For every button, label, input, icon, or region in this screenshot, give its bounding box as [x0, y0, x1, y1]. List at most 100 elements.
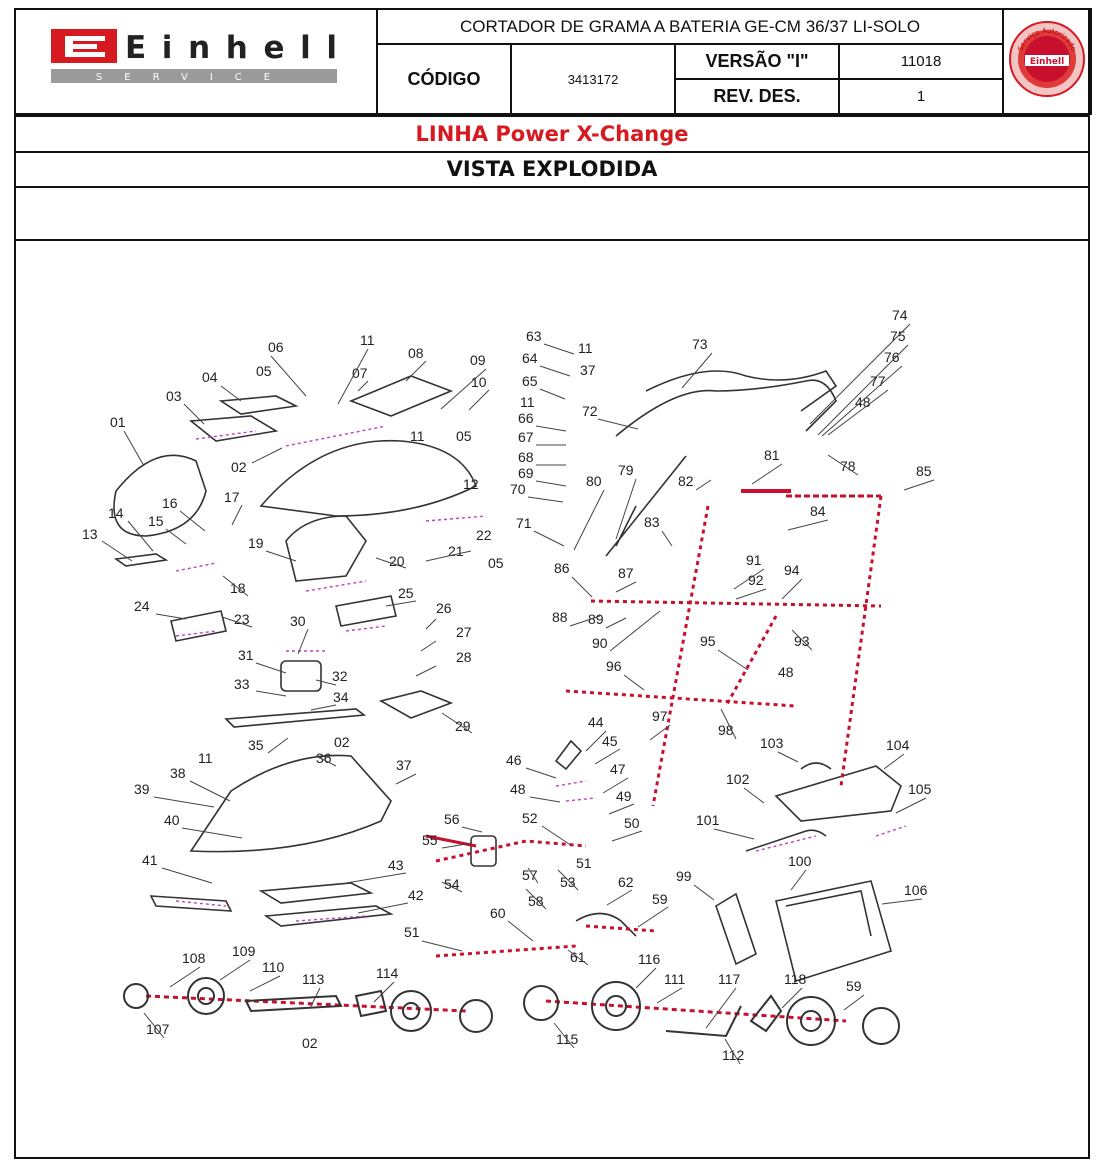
part-label: 37: [580, 362, 596, 378]
part-label: 35: [248, 737, 264, 753]
hubcap-front-right: [459, 999, 493, 1033]
part-label: 78: [840, 458, 856, 474]
part-label: 87: [618, 565, 634, 581]
part-label: 15: [148, 513, 164, 529]
part-label: 09: [470, 352, 486, 368]
part-label: 48: [855, 394, 871, 410]
part-label: 93: [794, 633, 810, 649]
part-labels-repeat: 02 05 05 11 11 11 11 02 37 48 48 51 59: [198, 340, 871, 1051]
part-label: 83: [644, 514, 660, 530]
part-label: 05: [456, 428, 472, 444]
part-label: 110: [262, 959, 285, 975]
part-label: 31: [238, 647, 254, 663]
part-label: 58: [528, 893, 544, 909]
hubcap-rear-right: [862, 1007, 900, 1045]
logo-cell: Einhell SERVICE: [14, 8, 378, 115]
part-label: 11: [578, 340, 593, 356]
part-label: 48: [778, 664, 794, 680]
versao-value: 11018: [837, 43, 1005, 80]
part-drawing-99: [715, 892, 757, 966]
part-label: 79: [618, 462, 634, 478]
part-label: 59: [652, 891, 668, 907]
part-drawing-101: [745, 829, 827, 852]
exploded-view-diagram: 01 02 03 04 05 06 07 08 09 10 11 12 13 1…: [82, 307, 935, 1065]
part-label: 02: [302, 1035, 318, 1051]
part-label: 02: [231, 459, 247, 475]
part-label: 65: [522, 373, 538, 389]
part-label: 104: [886, 737, 910, 753]
part-label: 66: [518, 410, 534, 426]
wheel-rear-right: [786, 996, 836, 1046]
part-label: 85: [916, 463, 932, 479]
part-drawing-41: [149, 895, 233, 912]
part-label: 11: [198, 750, 213, 766]
part-label: 106: [904, 882, 928, 898]
part-drawing-114: [354, 989, 388, 1018]
wheel-front-right: [390, 990, 432, 1032]
rev-value: 1: [837, 78, 1005, 115]
part-drawing-42-43: [258, 882, 394, 927]
part-label: 11: [360, 332, 375, 348]
seal-brand: Einhell: [1030, 57, 1064, 67]
part-drawing-40: [189, 754, 392, 853]
part-drawing-08: [348, 375, 454, 417]
part-label: 80: [586, 473, 602, 489]
part-label: 05: [488, 555, 504, 571]
part-drawing-34: [224, 708, 367, 728]
part-label: 114: [376, 965, 399, 981]
part-drawing-56: [470, 835, 497, 867]
part-label: 08: [408, 345, 424, 361]
part-label: 28: [456, 649, 472, 665]
part-label: 20: [389, 553, 405, 569]
part-label: 03: [166, 388, 182, 404]
part-label: 55: [422, 832, 438, 848]
part-label: 59: [846, 978, 862, 994]
part-label: 94: [784, 562, 800, 578]
part-label: 91: [746, 552, 762, 568]
part-label: 113: [302, 971, 325, 987]
part-label: 97: [652, 708, 668, 724]
part-label: 30: [290, 613, 306, 629]
part-drawing-31: [280, 660, 322, 692]
part-label: 36: [316, 750, 332, 766]
part-label: 86: [554, 560, 570, 576]
codigo-value: 3413172: [510, 43, 676, 115]
seal-cell: Serviço Autorizado Einhell: [1002, 8, 1093, 115]
part-label: 39: [134, 781, 150, 797]
part-label: 34: [333, 689, 349, 705]
part-label: 42: [408, 887, 424, 903]
part-label: 96: [606, 658, 622, 674]
part-drawing-44: [554, 739, 583, 771]
part-drawing-62: [575, 912, 637, 937]
part-label: 118: [784, 971, 807, 987]
part-label: 95: [700, 633, 716, 649]
title-block: Einhell SERVICE CORTADOR DE GRAMA A BATE…: [14, 8, 1093, 115]
logo-service-text: SERVICE: [96, 72, 292, 83]
part-label: 48: [510, 781, 526, 797]
wheels: [123, 977, 900, 1046]
part-drawing-113: [244, 994, 343, 1013]
part-drawing-13-14: [113, 553, 169, 567]
part-label: 38: [170, 765, 186, 781]
part-drawing-106: [775, 880, 892, 983]
part-label: 60: [490, 905, 506, 921]
part-drawing-116: [591, 981, 641, 1031]
part-labels: 01 02 03 04 05 06 07 08 09 10 11 12 13 1…: [82, 307, 932, 1063]
part-label: 81: [764, 447, 780, 463]
part-label: 27: [456, 624, 472, 640]
part-label: 26: [436, 600, 452, 616]
product-line-title: LINHA Power X-Change: [14, 115, 1090, 153]
part-label: 92: [748, 572, 764, 588]
part-drawing-19: [285, 515, 367, 582]
part-label: 46: [506, 752, 522, 768]
part-drawing-72: [615, 379, 837, 437]
part-label: 74: [892, 307, 908, 323]
part-label: 57: [522, 867, 538, 883]
part-label: 62: [618, 874, 634, 890]
part-label: 101: [696, 812, 720, 828]
part-drawing-107: [123, 983, 149, 1009]
part-label: 107: [146, 1021, 170, 1037]
part-label: 02: [334, 734, 350, 750]
part-label: 53: [560, 874, 576, 890]
part-drawing-115: [523, 985, 559, 1021]
